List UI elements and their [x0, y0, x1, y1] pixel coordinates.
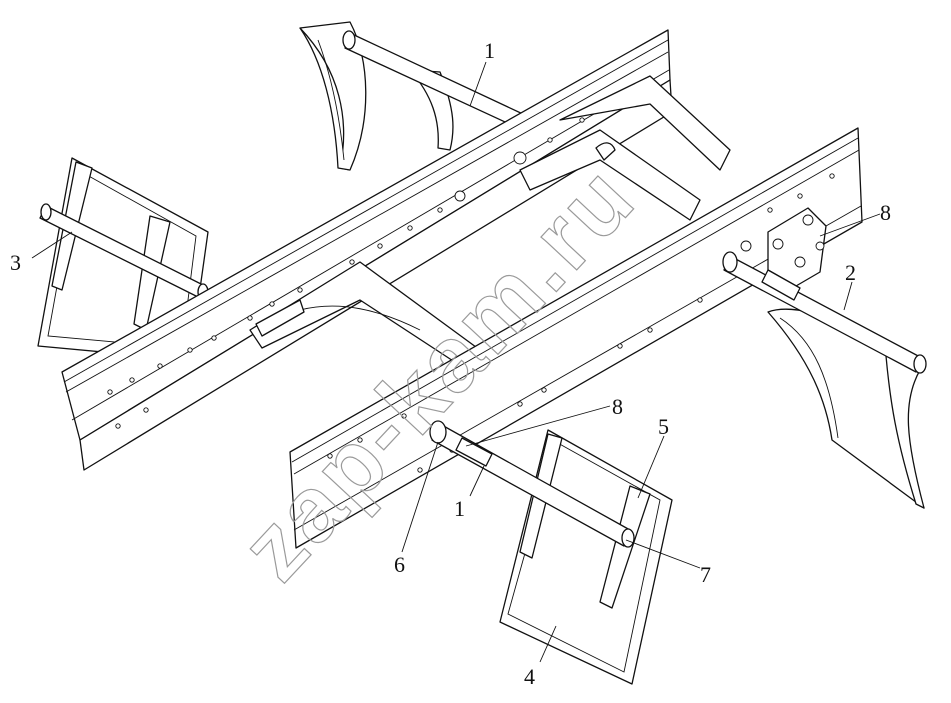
- callout-2: 2: [845, 260, 856, 285]
- callout-4: 4: [524, 664, 535, 689]
- bracket-plate-right: [767, 207, 827, 287]
- cross-member-rear: [559, 75, 731, 171]
- callout-8-bottom: 8: [612, 394, 623, 419]
- callout-5: 5: [658, 414, 669, 439]
- axle-tube-top: [342, 30, 526, 129]
- mudguard-right: [767, 308, 925, 509]
- cross-member-middle: [519, 129, 701, 221]
- leader-lines: [31, 61, 881, 663]
- mudguard-top-left: [299, 21, 454, 171]
- axle-tube-bottom: [429, 420, 635, 548]
- callout-3: 3: [10, 250, 21, 275]
- callout-1-bottom: 1: [454, 496, 465, 521]
- callout-7: 7: [700, 562, 711, 587]
- callout-labels: 1 1 2 3 4 5 6 7 8 8: [10, 38, 891, 689]
- mounting-holes-left: [107, 89, 633, 429]
- callout-6: 6: [394, 552, 405, 577]
- mudguard-bottom: [499, 429, 673, 685]
- callout-8-right: 8: [880, 200, 891, 225]
- callout-1-top: 1: [484, 38, 495, 63]
- frame-side-member-right: [289, 127, 863, 549]
- mounting-holes-right: [327, 173, 835, 473]
- axle-tube-right: [722, 251, 927, 374]
